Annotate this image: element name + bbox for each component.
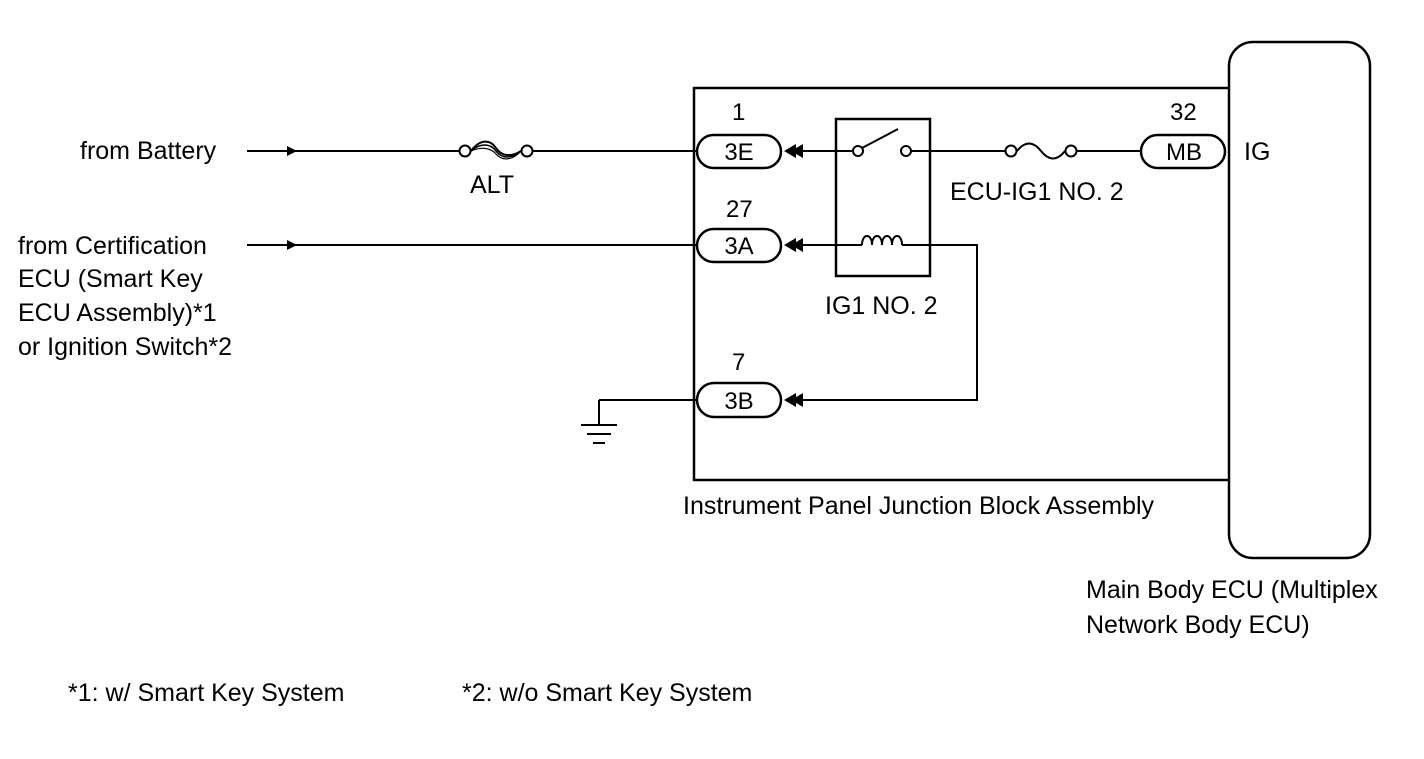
from-battery-label: from Battery — [80, 137, 217, 165]
footnote-1: *1: w/ Smart Key System — [68, 679, 344, 707]
certification-label-line4: or Ignition Switch*2 — [18, 333, 232, 361]
certification-label-line3: ECU Assembly)*1 — [18, 299, 217, 327]
connector-mb — [1139, 133, 1227, 170]
certification-label-line2: ECU (Smart Key — [18, 265, 203, 293]
certification-label-line1: from Certification — [18, 232, 207, 260]
connector-3a-terminal — [784, 238, 803, 252]
connector-3e-terminal — [784, 144, 803, 158]
ground-icon — [581, 399, 697, 444]
wire-coil-to-ground — [803, 244, 978, 401]
connector-mb-pin: 32 — [1170, 99, 1197, 126]
relay-label: IG1 NO. 2 — [825, 292, 938, 320]
alt-fuse — [458, 140, 534, 160]
ecu-ig1-fuse-label: ECU-IG1 NO. 2 — [950, 178, 1124, 206]
connector-mb-code: MB — [1166, 139, 1202, 166]
main-body-ecu-box — [1227, 40, 1372, 560]
connector-3b — [695, 381, 783, 419]
connector-3a-pin: 27 — [726, 196, 753, 223]
ecu-ig1-fuse — [1004, 142, 1078, 160]
relay-box — [834, 117, 932, 278]
junction-block-label: Instrument Panel Junction Block Assembly — [683, 492, 1155, 520]
connector-3b-pin: 7 — [732, 349, 745, 376]
ecu-terminal-ig: IG — [1244, 138, 1270, 166]
relay-coil-icon — [861, 235, 903, 246]
alt-fuse-label: ALT — [470, 171, 514, 199]
ecu-name-line1: Main Body ECU (Multiplex — [1086, 576, 1378, 604]
ecu-name-line2: Network Body ECU) — [1086, 611, 1310, 639]
connector-3e-code: 3E — [724, 139, 753, 166]
connector-3e — [695, 133, 783, 170]
connector-3a — [695, 227, 783, 264]
connector-3a-code: 3A — [724, 233, 753, 260]
connector-3b-terminal — [784, 393, 803, 407]
connector-3e-pin: 1 — [732, 99, 745, 126]
relay-switch-icon — [852, 128, 912, 157]
connector-3b-code: 3B — [724, 388, 753, 415]
footnote-2: *2: w/o Smart Key System — [462, 679, 752, 707]
